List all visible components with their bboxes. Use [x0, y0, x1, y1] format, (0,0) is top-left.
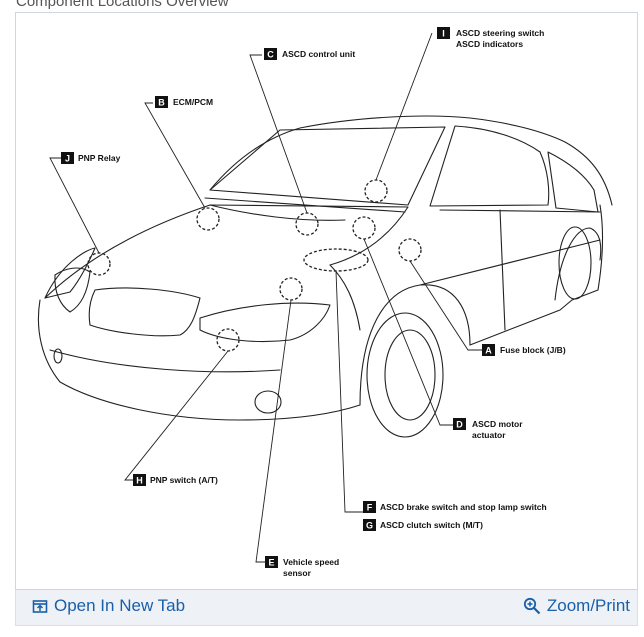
callout-G: G ASCD clutch switch (M/T): [363, 519, 483, 531]
svg-text:ASCD clutch switch (M/T): ASCD clutch switch (M/T): [380, 520, 483, 530]
callout-H: H PNP switch (A/T): [133, 474, 218, 486]
callout-F: F ASCD brake switch and stop lamp switch: [363, 501, 547, 513]
marker-E-vehicle-speed-sensor: [279, 277, 303, 301]
svg-text:actuator: actuator: [472, 430, 506, 440]
open-in-new-tab-link[interactable]: Open In New Tab: [32, 596, 185, 616]
open-in-new-tab-label: Open In New Tab: [54, 596, 186, 615]
svg-text:D: D: [456, 420, 463, 430]
callout-E: E Vehicle speed sensor: [265, 556, 339, 578]
svg-text:ASCD control unit: ASCD control unit: [282, 49, 355, 59]
figure-toolbar: Open In New Tab Zoom/Print: [15, 590, 638, 626]
car-outline: [37, 115, 613, 438]
svg-text:ASCD brake switch and stop lam: ASCD brake switch and stop lamp switch: [380, 502, 547, 512]
callout-J: J PNP Relay: [61, 152, 121, 164]
marker-I-ascd-steering-switch: [364, 179, 388, 203]
svg-text:ASCD indicators: ASCD indicators: [456, 39, 523, 49]
svg-text:H: H: [136, 476, 143, 486]
diagram-frame: [15, 12, 638, 590]
svg-text:B: B: [158, 98, 165, 108]
svg-text:E: E: [268, 558, 274, 568]
marker-A-fuse-block: [398, 238, 422, 262]
svg-text:I: I: [442, 29, 445, 39]
svg-text:ASCD steering switch: ASCD steering switch: [456, 28, 544, 38]
svg-text:PNP Relay: PNP Relay: [78, 153, 121, 163]
callout-B: B ECM/PCM: [155, 96, 213, 108]
section-title: Component Locations Overview: [16, 0, 229, 10]
svg-text:F: F: [367, 503, 373, 513]
zoom-print-label: Zoom/Print: [546, 596, 630, 615]
svg-text:G: G: [366, 521, 373, 531]
svg-text:Vehicle speed: Vehicle speed: [283, 557, 339, 567]
marker-C-ascd-control-unit: [295, 212, 319, 236]
marker-D-ascd-motor-actuator: [352, 216, 376, 240]
marker-B-ecm-pcm: [196, 207, 220, 231]
svg-text:A: A: [485, 346, 492, 356]
callout-A: A Fuse block (J/B): [482, 344, 566, 356]
callout-D: D ASCD motor actuator: [453, 418, 523, 440]
svg-text:Fuse block (J/B): Fuse block (J/B): [500, 345, 566, 355]
svg-text:J: J: [65, 154, 70, 164]
svg-text:C: C: [267, 50, 274, 60]
marker-F-G-brake-clutch-switch: [303, 248, 369, 272]
car-component-diagram: I ASCD steering switch ASCD indicators C…: [37, 27, 613, 578]
magnifier-plus-icon: [523, 597, 541, 615]
svg-text:ECM/PCM: ECM/PCM: [173, 97, 213, 107]
callout-C: C ASCD control unit: [264, 48, 355, 60]
callout-I: I ASCD steering switch ASCD indicators: [437, 27, 544, 49]
zoom-print-link[interactable]: Zoom/Print: [523, 596, 630, 616]
svg-text:PNP switch (A/T): PNP switch (A/T): [150, 475, 218, 485]
open-in-new-tab-icon: [32, 600, 48, 613]
leader-lines: [49, 32, 482, 563]
svg-text:ASCD motor: ASCD motor: [472, 419, 523, 429]
svg-text:sensor: sensor: [283, 568, 312, 578]
